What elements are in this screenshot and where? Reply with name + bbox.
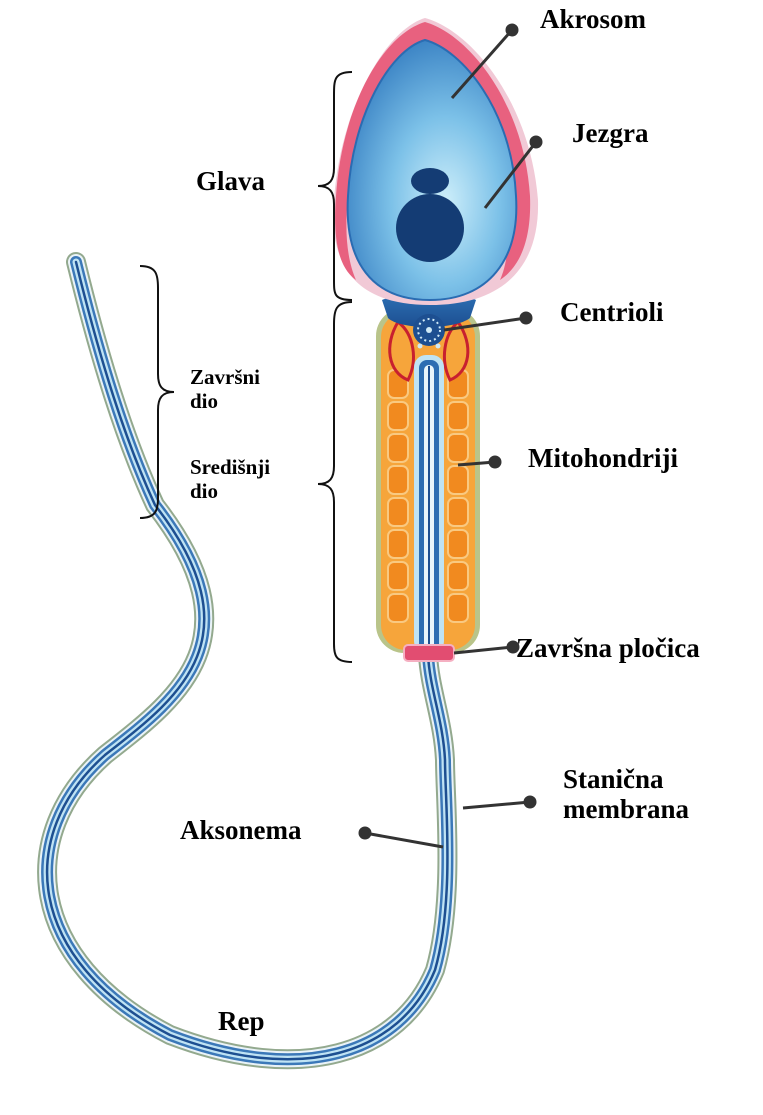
leader-aksonema	[365, 833, 443, 847]
label-zavrsni-line2: dio	[190, 390, 260, 414]
nucleolus-large	[396, 194, 464, 262]
label-akrosom: Akrosom	[540, 4, 646, 34]
label-zavrsni-dio: Završni dio	[190, 366, 260, 413]
label-zavrsni-line1: Završni	[190, 366, 260, 390]
label-centrioli: Centrioli	[560, 297, 663, 327]
label-sredisnji-line1: Središnji	[190, 456, 270, 480]
leader-aksonema-dot	[360, 828, 370, 838]
head	[333, 18, 538, 305]
label-aksonema: Aksonema	[180, 815, 302, 845]
label-sredisnji-line2: dio	[190, 480, 270, 504]
leader-membrana	[463, 802, 530, 808]
midpiece	[376, 308, 480, 653]
label-stanicna-line1: Stanična	[563, 764, 689, 794]
leader-mitohondriji-dot	[490, 457, 500, 467]
label-stanicna-line2: membrana	[563, 794, 689, 824]
label-mitohondriji: Mitohondriji	[528, 443, 678, 473]
label-rep: Rep	[218, 1006, 265, 1036]
leader-membrana-dot	[525, 797, 535, 807]
nucleolus-small	[411, 168, 449, 194]
leader-centrioli-dot	[521, 313, 531, 323]
label-stanicna-membrana: Stanična membrana	[563, 764, 689, 824]
label-glava: Glava	[196, 166, 265, 196]
label-jezgra: Jezgra	[572, 118, 648, 148]
label-zavrsna-plocica: Završna pločica	[516, 633, 700, 663]
leader-akrosom-dot	[507, 25, 517, 35]
label-sredisnji-dio: Središnji dio	[190, 456, 270, 503]
brace-midpiece	[318, 302, 352, 662]
leader-jezgra-dot	[531, 137, 541, 147]
end-plate	[404, 645, 454, 661]
